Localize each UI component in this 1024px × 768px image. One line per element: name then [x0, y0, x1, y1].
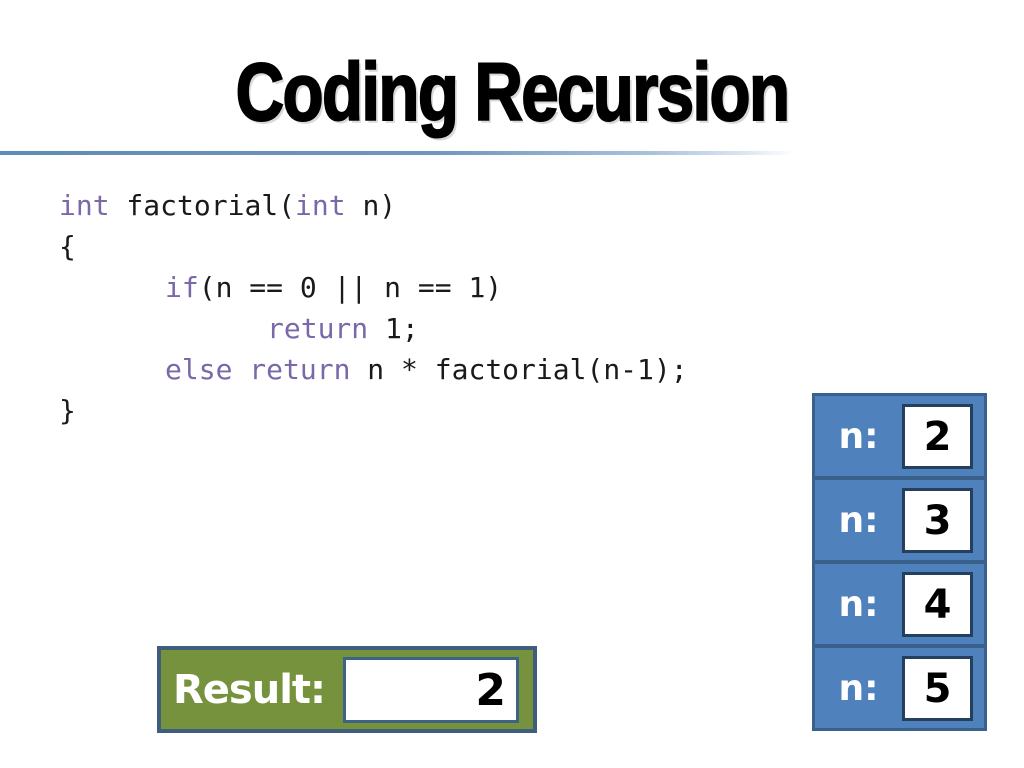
code-line: else return n * factorial(n-1);	[59, 349, 688, 390]
stack-frame-label: n:	[838, 415, 879, 457]
code-keyword: return	[249, 353, 351, 386]
code-text: (n == 0 || n == 1)	[198, 271, 503, 304]
result-value-box: 2	[343, 656, 519, 723]
stack-frame-value-box: 5	[902, 655, 973, 721]
title-divider	[0, 151, 795, 155]
code-block: int factorial(int n) { if(n == 0 || n == 1…	[59, 185, 688, 431]
code-keyword: int	[59, 189, 110, 222]
stack-frame: n: 3	[812, 477, 987, 563]
result-box: Result: 2	[157, 646, 537, 733]
code-text: 1;	[368, 312, 419, 345]
code-line: if(n == 0 || n == 1)	[59, 267, 688, 308]
code-text: {	[59, 230, 76, 263]
call-stack: n: 2 n: 3 n: 4 n: 5	[812, 393, 987, 731]
code-text: }	[59, 394, 76, 427]
stack-frame-value-box: 3	[902, 487, 973, 553]
code-line: int factorial(int n)	[59, 185, 688, 226]
stack-frame-value-box: 4	[902, 571, 973, 637]
code-keyword: int	[295, 189, 346, 222]
stack-frame: n: 4	[812, 561, 987, 647]
stack-frame-label: n:	[838, 583, 879, 625]
stack-frame-value: 2	[923, 414, 952, 460]
stack-frame-value: 4	[923, 582, 952, 628]
code-keyword: return	[267, 312, 369, 345]
code-line: }	[59, 390, 688, 431]
stack-frame: n: 2	[812, 393, 987, 479]
code-text	[232, 353, 249, 386]
code-keyword: else	[165, 353, 233, 386]
code-keyword: if	[165, 271, 199, 304]
result-value: 2	[475, 664, 506, 716]
code-text: n * factorial(n-1);	[350, 353, 688, 386]
stack-frame-value: 5	[923, 666, 952, 712]
code-line: return 1;	[59, 308, 688, 349]
code-text: factorial(	[109, 189, 296, 222]
page-title: Coding Recursion	[235, 47, 791, 139]
stack-frame: n: 5	[812, 645, 987, 731]
stack-frame-value-box: 2	[902, 403, 973, 469]
code-line: {	[59, 226, 688, 267]
stack-frame-label: n:	[838, 667, 879, 709]
result-label: Result:	[173, 666, 326, 713]
stack-frame-label: n:	[838, 499, 879, 541]
code-text: n)	[345, 189, 397, 222]
stack-frame-value: 3	[923, 498, 952, 544]
